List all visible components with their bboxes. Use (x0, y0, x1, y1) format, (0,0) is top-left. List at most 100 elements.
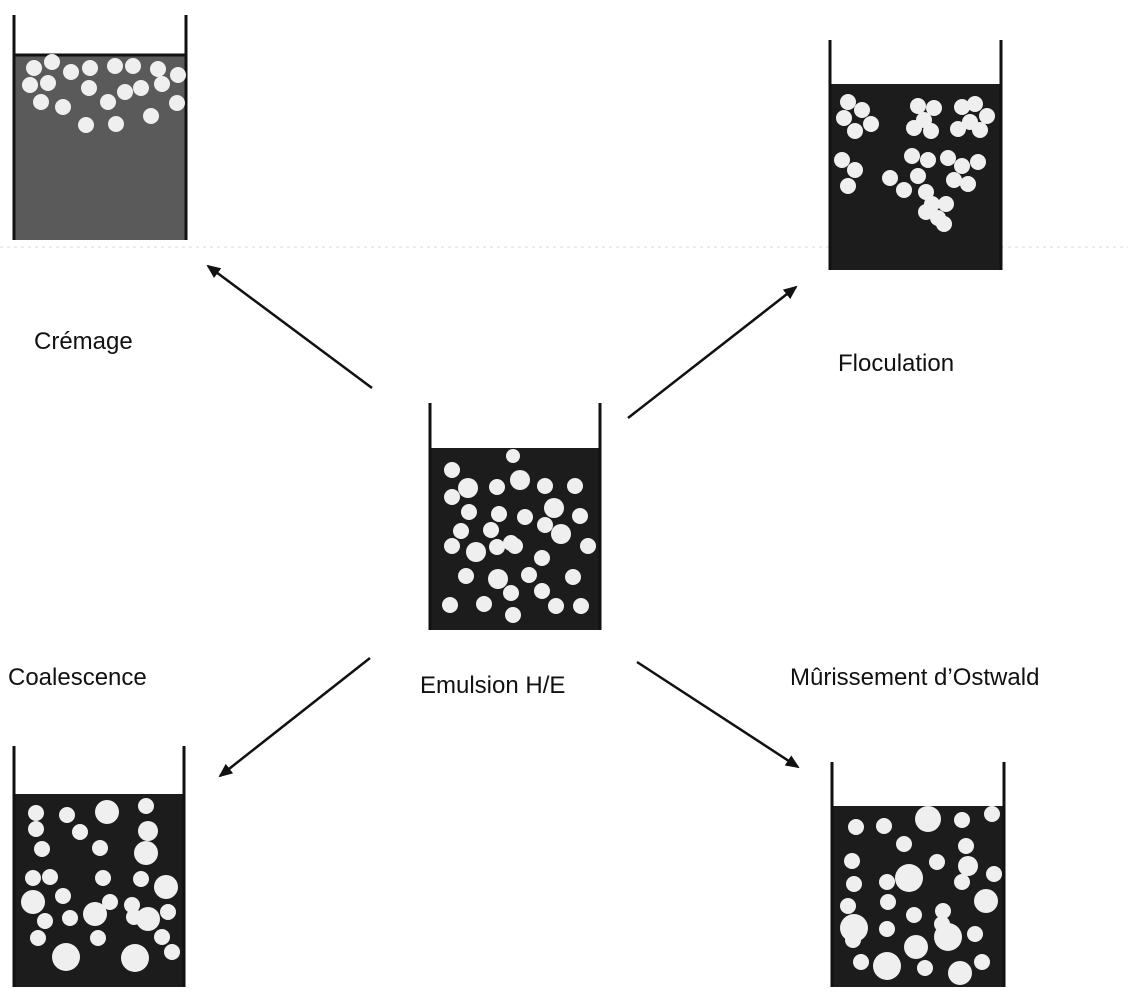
ostwald-droplet (879, 874, 895, 890)
coal-droplet (154, 929, 170, 945)
ostwald-droplet (879, 921, 895, 937)
ostwald-droplet (967, 926, 983, 942)
center-droplet (488, 569, 508, 589)
center-droplet (483, 522, 499, 538)
coal-droplet (59, 807, 75, 823)
ostwald-droplet (876, 818, 892, 834)
floc-droplet (936, 216, 952, 232)
center-droplet (442, 597, 458, 613)
ostwald-droplet (904, 935, 928, 959)
ostwald-droplet (915, 806, 941, 832)
coal-droplet (164, 944, 180, 960)
ostwald-droplet (958, 838, 974, 854)
floc-droplet (960, 176, 976, 192)
ostwald-droplet (984, 806, 1000, 822)
floc-droplet (863, 116, 879, 132)
center-droplet (551, 524, 571, 544)
coal-droplet (72, 824, 88, 840)
center-droplet (503, 585, 519, 601)
coal-droplet (154, 875, 178, 899)
coal-droplet (34, 841, 50, 857)
coal-droplet (160, 904, 176, 920)
beaker-ostwald-droplets (840, 806, 1002, 985)
center-droplet (534, 550, 550, 566)
center-droplet (517, 509, 533, 525)
center-droplet (534, 583, 550, 599)
coal-droplet (138, 821, 158, 841)
cremage-droplet (107, 58, 123, 74)
center-droplet (491, 506, 507, 522)
center-droplet (510, 470, 530, 490)
coal-droplet (52, 943, 80, 971)
center-droplet (466, 542, 486, 562)
coal-droplet (138, 798, 154, 814)
floc-droplet (847, 123, 863, 139)
cremage-droplet (22, 77, 38, 93)
cremage-droplet (55, 99, 71, 115)
beaker-floculation-droplets (834, 94, 995, 232)
center-droplet (505, 607, 521, 623)
floc-droplet (946, 172, 962, 188)
emulsion-label: Emulsion H/E (420, 672, 566, 699)
coal-droplet (28, 805, 44, 821)
center-droplet (444, 462, 460, 478)
murissement-label: Mûrissement d’Ostwald (790, 664, 1040, 691)
ostwald-droplet (917, 960, 933, 976)
beaker-ostwald (830, 762, 1006, 987)
arrow-to-floculation (627, 285, 798, 419)
cremage-droplet (170, 67, 186, 83)
center-droplet (544, 498, 564, 518)
center-droplet (537, 517, 553, 533)
floc-droplet (910, 168, 926, 184)
cremage-droplet (154, 76, 170, 92)
ostwald-droplet (840, 898, 856, 914)
ostwald-droplet (935, 903, 951, 919)
floc-droplet (954, 158, 970, 174)
floc-droplet (920, 152, 936, 168)
coal-droplet (21, 890, 45, 914)
coal-droplet (37, 913, 53, 929)
floc-droplet (834, 152, 850, 168)
cremage-droplet (40, 75, 56, 91)
cremage-droplet (63, 64, 79, 80)
cremage-droplet (81, 80, 97, 96)
center-droplet (461, 504, 477, 520)
ostwald-droplet (895, 864, 923, 892)
beaker-cremage (12, 15, 188, 240)
cremage-droplet (117, 84, 133, 100)
arrow-to-ostwald (636, 660, 800, 769)
coal-droplet (62, 910, 78, 926)
arrow-to-cremage (206, 264, 373, 390)
floc-droplet (926, 100, 942, 116)
center-droplet (507, 538, 523, 554)
floc-droplet (918, 204, 934, 220)
cremage-droplet (82, 60, 98, 76)
center-droplet (453, 523, 469, 539)
floc-droplet (979, 108, 995, 124)
center-droplet (506, 449, 520, 463)
ostwald-droplet (896, 836, 912, 852)
ostwald-droplet (844, 853, 860, 869)
coal-droplet (121, 944, 149, 972)
cremage-droplet (169, 95, 185, 111)
floc-droplet (847, 162, 863, 178)
cremage-droplet (44, 54, 60, 70)
ostwald-droplet (880, 894, 896, 910)
cremage-droplet (125, 58, 141, 74)
floc-droplet (950, 121, 966, 137)
floc-droplet (906, 120, 922, 136)
center-droplet (580, 538, 596, 554)
center-droplet (565, 569, 581, 585)
cremage-droplet (78, 117, 94, 133)
center-droplet (548, 598, 564, 614)
ostwald-droplet (853, 954, 869, 970)
beaker-coalescence (12, 746, 186, 987)
center-droplet (489, 479, 505, 495)
ostwald-droplet (934, 923, 962, 951)
coal-droplet (25, 870, 41, 886)
coal-droplet (134, 841, 158, 865)
floc-droplet (972, 122, 988, 138)
floc-droplet (910, 98, 926, 114)
cremage-droplet (150, 61, 166, 77)
